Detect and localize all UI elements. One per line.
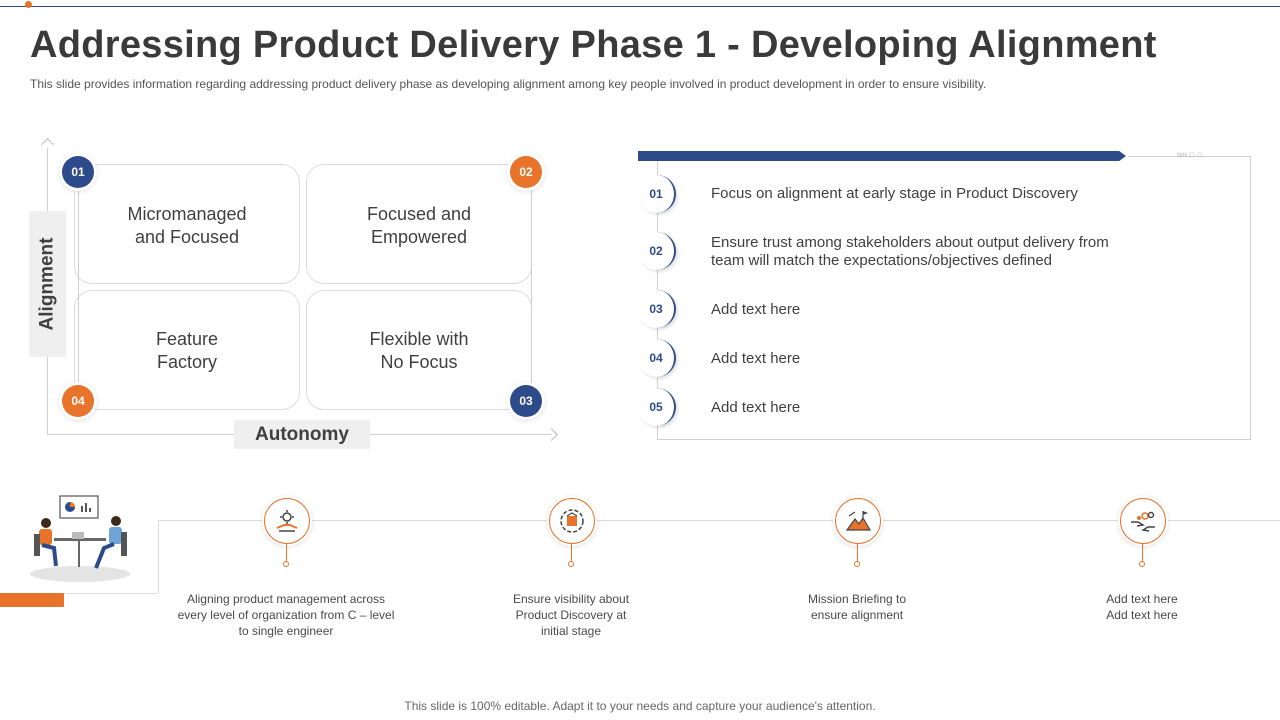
timeline-dot xyxy=(568,561,574,567)
list-number: 02 xyxy=(638,232,676,270)
timeline-stem xyxy=(857,544,858,562)
panel-top-line xyxy=(1128,156,1251,157)
list-number: 05 xyxy=(638,388,676,426)
matrix-cell-flexible: Flexible with No Focus xyxy=(306,290,532,410)
list-number: 04 xyxy=(638,339,676,377)
y-axis-label-text: Alignment xyxy=(36,237,58,331)
cell-text: Factory xyxy=(156,352,217,372)
list-item-text: Ensure trust among stakeholders about ou… xyxy=(711,234,1109,269)
cell-text: Feature xyxy=(155,329,219,349)
timeline-dot xyxy=(283,561,289,567)
top-accent-dot xyxy=(25,1,32,8)
timeline-line xyxy=(158,520,1280,521)
badge-connector xyxy=(531,188,532,384)
y-axis-label: Alignment xyxy=(29,211,66,357)
visibility-box-icon xyxy=(560,509,584,533)
timeline-step-text: Mission Briefing to ensure alignment xyxy=(807,592,907,622)
timeline-dot xyxy=(1139,561,1145,567)
cell-text: Focused and xyxy=(366,204,472,224)
gear-wrench-icon xyxy=(276,510,298,532)
timeline-step-text: Add text here Add text here xyxy=(1106,592,1178,622)
list-item-text: Add text here xyxy=(711,301,801,318)
timeline-connector xyxy=(158,520,159,593)
matrix-cell-micromanaged: Micromanaged and Focused xyxy=(74,164,300,284)
page-subtitle: This slide provides information regardin… xyxy=(30,77,987,91)
timeline-step-text: Aligning product management across every… xyxy=(177,592,395,638)
timeline-dot xyxy=(854,561,860,567)
hands-gears-icon xyxy=(1131,511,1155,532)
panel-header-bar xyxy=(638,151,1126,161)
timeline-step-text: Ensure visibility about Product Discover… xyxy=(512,592,630,638)
footer-note: This slide is 100% editable. Adapt it to… xyxy=(404,699,876,713)
mountain-flag-icon xyxy=(845,511,872,531)
accent-block xyxy=(0,593,64,607)
list-number: 03 xyxy=(638,290,676,328)
list-item-text: Focus on alignment at early stage in Pro… xyxy=(711,185,1078,202)
cell-text: Flexible with xyxy=(369,329,469,349)
timeline-stem xyxy=(286,544,287,562)
cell-text: Empowered xyxy=(370,227,468,247)
timeline-connector xyxy=(0,593,158,594)
timeline-step-icon xyxy=(264,498,310,544)
matrix-badge: 02 xyxy=(510,156,542,188)
top-rule xyxy=(0,6,1280,7)
cell-text: No Focus xyxy=(380,352,458,372)
x-axis-label: Autonomy xyxy=(234,420,370,449)
matrix-badge: 04 xyxy=(62,385,94,417)
list-number: 01 xyxy=(638,175,676,213)
cell-text: Micromanaged xyxy=(127,204,247,224)
meeting-illustration-icon xyxy=(30,495,130,582)
matrix-badge: 03 xyxy=(510,385,542,417)
matrix-badge: 01 xyxy=(62,156,94,188)
timeline-stem xyxy=(571,544,572,562)
list-item-text: Add text here xyxy=(711,399,801,416)
badge-connector xyxy=(78,188,79,384)
chevrons-icon: ›››› ○ ○ xyxy=(1176,149,1203,161)
timeline-step-icon xyxy=(835,498,881,544)
timeline-stem xyxy=(1142,544,1143,562)
timeline-step-icon xyxy=(549,498,595,544)
page-title: Addressing Product Delivery Phase 1 - De… xyxy=(30,24,1157,66)
timeline-step-icon xyxy=(1120,498,1166,544)
list-item-text: Add text here xyxy=(711,350,801,367)
cell-text: and Focused xyxy=(134,227,240,247)
x-axis-arrow-icon xyxy=(545,428,558,441)
y-axis-arrow-icon xyxy=(41,138,54,151)
